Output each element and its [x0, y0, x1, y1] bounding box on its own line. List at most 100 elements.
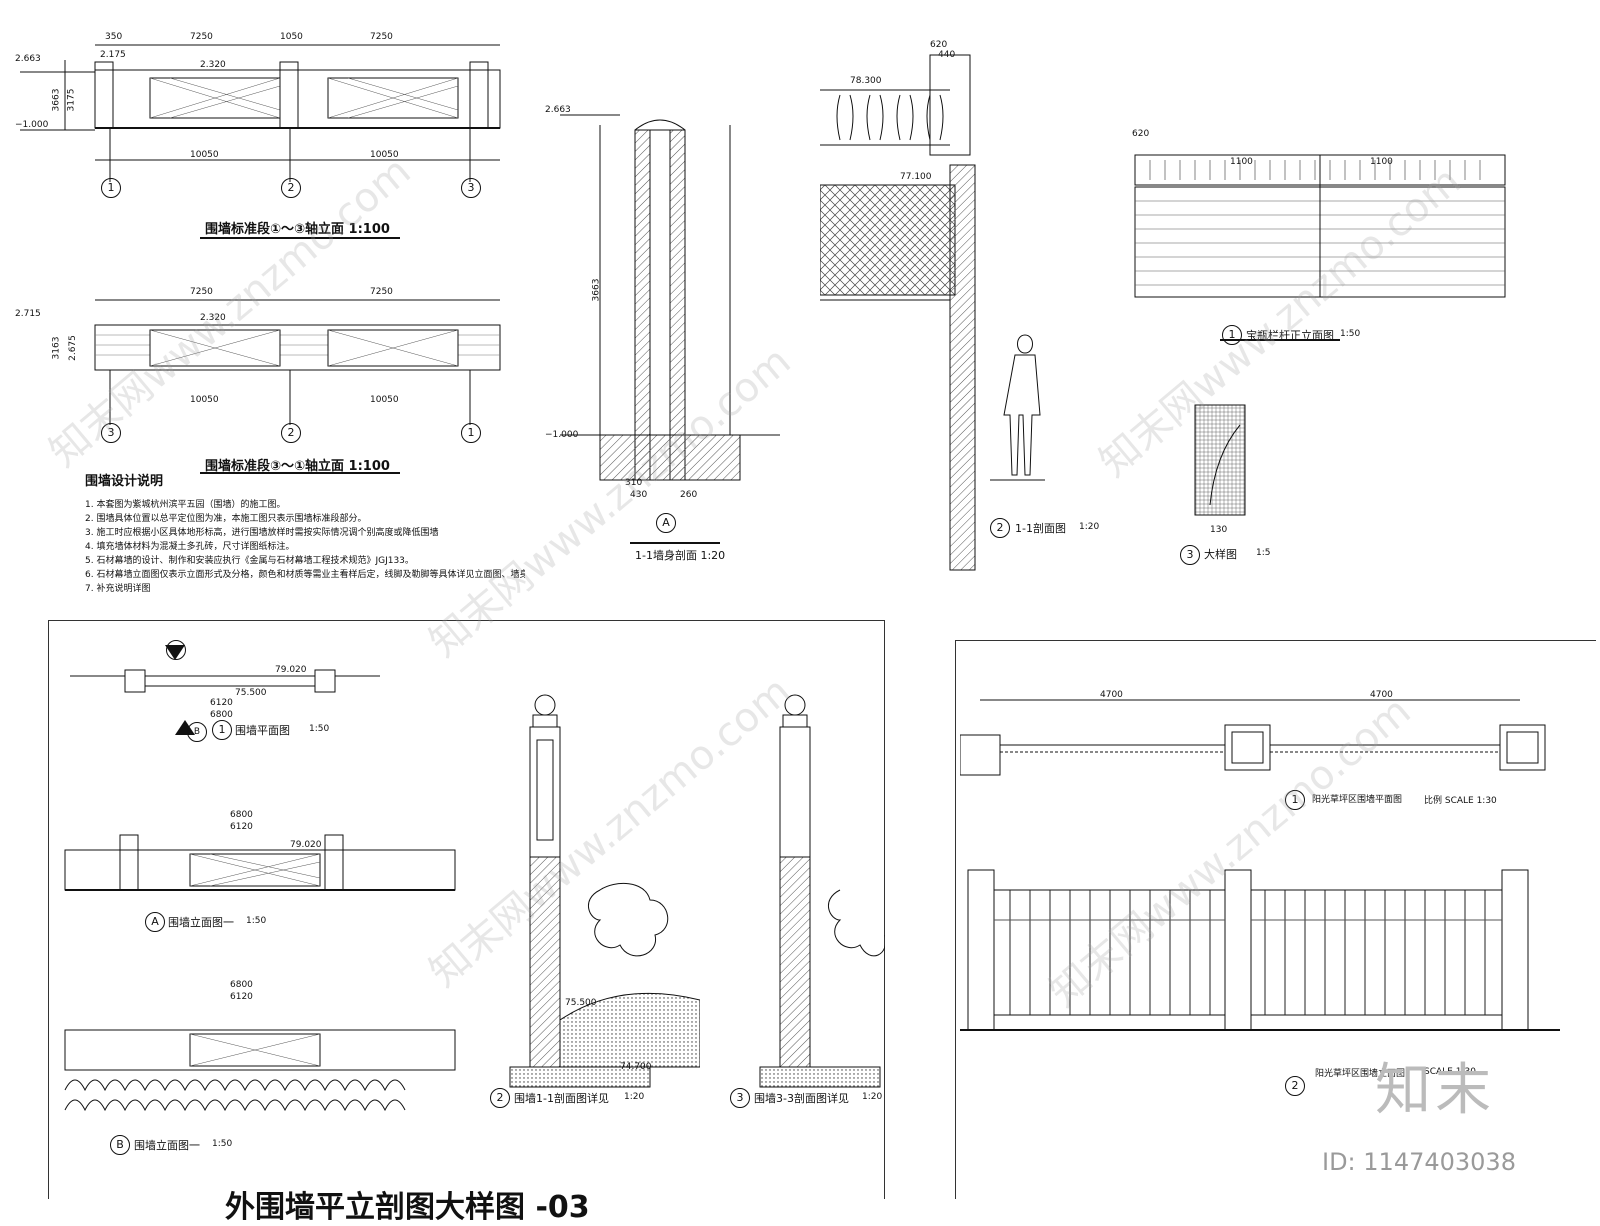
dim-10050-c: 10050 [190, 395, 219, 405]
pillar-section-2-title: 围墙1-1剖面图详见 [514, 1092, 609, 1105]
section-marker-3b: 3 [730, 1088, 750, 1108]
dim-3663: 3663 [51, 88, 62, 112]
section-marker-a-plan: A [166, 640, 186, 660]
lawn-elev-title: 阳光草坪区围墙立面图 [1315, 1069, 1406, 1079]
dim-310: 310 [625, 478, 643, 488]
elevation-3-1-drawing [94, 299, 501, 474]
dim-2175: 2.175 [100, 50, 126, 60]
axis-marker-1b: 1 [461, 423, 481, 443]
lawn-plan-drawing [960, 699, 1546, 776]
balustrade-elevation-title: 宝瓶栏杆正立面图 [1246, 329, 1334, 342]
notes-list: 1. 本套图为紫城杭州滨平五园（围墙）的施工图。 2. 围墙具体位置以总平定位图… [85, 498, 525, 596]
dim-79020-a: 79.020 [290, 840, 322, 850]
bottom-left-frame [48, 620, 885, 1199]
dim-2663: 2.663 [15, 54, 41, 64]
note-item: 4. 填充墙体材料为混凝土多孔砖，尺寸详图纸标注。 [85, 542, 295, 552]
dim-4700-a: 4700 [1100, 690, 1123, 700]
dim-79020-plan: 79.020 [275, 665, 307, 675]
pillar-section-3-title: 围墙3-3剖面图详见 [754, 1092, 849, 1105]
pillar-section-3-drawing [759, 694, 885, 1088]
lawn-plan-marker-1: 1 [1285, 790, 1305, 810]
dim-620: 620 [930, 40, 948, 50]
dim-6800: 6800 [210, 710, 233, 720]
wall-elev-a-scale: 1:50 [246, 916, 267, 926]
dim-430: 430 [630, 490, 648, 500]
dim-7250-a: 7250 [190, 32, 213, 42]
design-notes: 围墙设计说明 1. 本套图为紫城杭州滨平五园（围墙）的施工图。 2. 围墙具体位… [85, 470, 525, 610]
dim-6800-b: 6800 [230, 980, 253, 990]
elevation-3-1-title: 围墙标准段③～①轴立面 1:100 [205, 459, 390, 474]
dim-3163: 3163 [51, 336, 62, 360]
section-marker-b-plan: B [187, 722, 207, 742]
bottom-right-frame [955, 640, 1596, 1199]
dim-75500-sec: 75.500 [565, 998, 597, 1008]
dim-1050: 1050 [280, 32, 303, 42]
dim-10050-b: 10050 [370, 150, 399, 160]
dim-350: 350 [105, 32, 123, 42]
wall-plan-scale: 1:50 [309, 724, 330, 734]
dim-7250-c: 7250 [190, 287, 213, 297]
plan-marker-1: 1 [212, 720, 232, 740]
dim-minus-1-sec: −1.000 [545, 430, 579, 440]
dim-6120: 6120 [210, 698, 233, 708]
logo-watermark: 知末 [1375, 1058, 1495, 1123]
dim-6120-b: 6120 [230, 992, 253, 1002]
note-item: 5. 石材幕墙的设计、制作和安装应执行《金属与石材幕墙工程技术规范》JGJ133… [85, 556, 414, 566]
dim-1100-b: 1100 [1370, 157, 1393, 167]
dim-3175: 3175 [66, 88, 77, 112]
watermark-id: ID: 1147403038 [1322, 1148, 1516, 1176]
axis-marker-2: 2 [281, 178, 301, 198]
note-item: 3. 施工时应根据小区具体地形标高，进行围墙放样时需按实际情况调个别高度或降低围… [85, 528, 439, 538]
lawn-elev-marker-2: 2 [1285, 1076, 1305, 1096]
dim-10050-a: 10050 [190, 150, 219, 160]
section-marker-a: A [656, 513, 676, 533]
wall-elev-a-drawing [64, 834, 456, 891]
axis-marker-1: 1 [101, 178, 121, 198]
elevation-1-3-title: 围墙标准段①～③轴立面 1:100 [205, 222, 390, 237]
wall-elev-b-title: 围墙立面图一 [134, 1139, 200, 1152]
wall-plan-title: 围墙平面图 [235, 724, 290, 737]
wall-elev-a-title: 围墙立面图一 [168, 916, 234, 929]
dim-10050-d: 10050 [370, 395, 399, 405]
detail-marker-3: 3 [1180, 545, 1200, 565]
lawn-elev-panel: 2 阳光草坪区围墙立面图 SCALE 1:30 [960, 850, 1595, 1110]
note-item: 2. 围墙具体位置以总平定位图为准，本施工图只表示围墙标准段部分。 [85, 514, 367, 524]
section-marker-2: 2 [990, 518, 1010, 538]
dim-2715: 2.715 [15, 309, 41, 319]
pillar-section-2-panel: 74.700 75.500 2 围墙1-1剖面图详见 1:20 [470, 680, 700, 1120]
notes-title: 围墙设计说明 [85, 474, 164, 489]
balustrade-section-title: 1-1剖面图 [1015, 522, 1066, 535]
dim-440: 440 [938, 50, 956, 60]
wall-elev-a-panel: 6120 6800 79.020 A 围墙立面图一 1:50 [60, 790, 470, 940]
dim-130: 130 [1210, 525, 1228, 535]
dim-7250-b: 7250 [370, 32, 393, 42]
dim-6800-a: 6800 [230, 810, 253, 820]
lawn-plan-title: 阳光草坪区围墙平面图 [1312, 795, 1403, 805]
wall-section-title: 1-1墙身剖面 1:20 [635, 549, 726, 562]
balustrade-section-drawing [820, 54, 1045, 571]
wall-elev-b-panel: 6120 6800 B 围墙立面图一 1:50 [60, 960, 470, 1190]
lawn-plan-panel: 4700 4700 1 阳光草坪区围墙平面图 比例 SCALE 1:30 [960, 690, 1595, 830]
note-item: 7. 补充说明详图 [85, 584, 151, 594]
dim-2675: 2.675 [67, 335, 78, 361]
balustrade-section-panel: 620 440 78.300 77.100 2 1-1剖面图 1:20 [820, 40, 1100, 580]
detail-title: 大样图 [1204, 548, 1237, 561]
detail-drawing [1194, 404, 1246, 516]
lawn-plan-scale: 比例 SCALE 1:30 [1424, 796, 1497, 806]
note-item: 1. 本套图为紫城杭州滨平五园（围墙）的施工图。 [85, 500, 286, 510]
dim-7250-d: 7250 [370, 287, 393, 297]
dim-4700-b: 4700 [1370, 690, 1393, 700]
dim-75500: 75.500 [235, 688, 267, 698]
wall-section-drawing [560, 114, 780, 544]
dim-78300: 78.300 [850, 76, 882, 86]
elevation-1-3-drawing [20, 44, 501, 239]
sheet-title: 外围墙平立剖图大样图 -03 [225, 1190, 590, 1225]
balustrade-elevation-scale: 1:50 [1340, 329, 1361, 339]
elev-marker-b: B [110, 1135, 130, 1155]
elevation-marker-1: 1 [1222, 325, 1242, 345]
dim-minus-1: −1.000 [15, 120, 49, 130]
balustrade-elevation-drawing [1134, 154, 1506, 341]
balustrade-section-scale: 1:20 [1079, 522, 1100, 532]
axis-marker-3: 3 [461, 178, 481, 198]
section-marker-2b: 2 [490, 1088, 510, 1108]
